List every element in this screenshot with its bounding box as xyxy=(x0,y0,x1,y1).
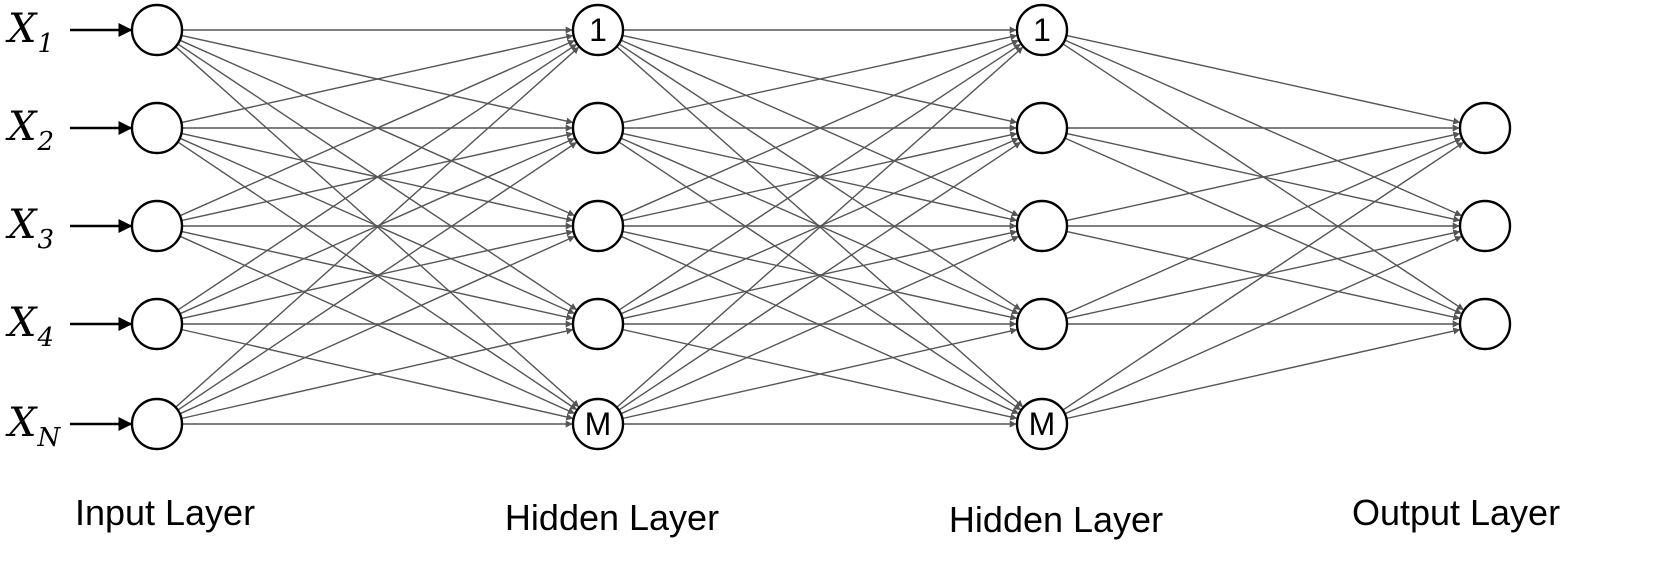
node-circle xyxy=(130,3,184,57)
input-arrows-group xyxy=(70,23,133,431)
connection-hidden1-5-to-hidden2-4 xyxy=(622,327,1018,420)
node-circle xyxy=(571,397,625,451)
node-label: M xyxy=(585,406,612,442)
connection-input-5-to-hidden1-3 xyxy=(179,235,575,415)
node-output-1 xyxy=(1458,101,1512,155)
node-label: 1 xyxy=(1033,12,1051,48)
connection-hidden2-4-to-output-2 xyxy=(1066,229,1461,320)
connection-hidden2-5-to-output-1 xyxy=(1062,141,1464,411)
node-hidden1-1: 1 xyxy=(571,3,625,57)
input-symbol: X xyxy=(5,300,38,346)
node-label: M xyxy=(1029,406,1056,442)
node-hidden1-5: M xyxy=(571,397,625,451)
node-circle xyxy=(130,101,184,155)
input-label-3: X3 xyxy=(5,202,54,255)
connection-input-5-to-hidden1-1 xyxy=(175,46,580,408)
input-subscript: 2 xyxy=(36,127,54,157)
node-hidden1-3 xyxy=(571,199,625,253)
node-circle xyxy=(1458,199,1512,253)
layer-title-output: Output Layer xyxy=(1352,492,1560,533)
node-input-4 xyxy=(130,297,184,351)
input-symbol: X xyxy=(5,202,38,248)
node-circle xyxy=(130,297,184,351)
node-circle xyxy=(1015,297,1069,351)
input-subscript: N xyxy=(36,423,61,453)
node-input-1 xyxy=(130,3,184,57)
node-circle xyxy=(571,3,625,57)
node-hidden1-4 xyxy=(571,297,625,351)
connection-hidden1-3-to-hidden2-1 xyxy=(620,39,1019,217)
node-circle xyxy=(130,397,184,451)
layer-title-hidden1: Hidden Layer xyxy=(505,497,719,538)
connection-hidden1-4-to-hidden2-3 xyxy=(622,229,1018,320)
nodes-group: 1M 1M xyxy=(130,3,1512,451)
connection-hidden1-5-to-hidden2-3 xyxy=(620,235,1019,415)
input-subscript: 1 xyxy=(37,29,54,59)
connections-group xyxy=(175,26,1464,428)
input-subscript: 4 xyxy=(36,323,54,353)
node-hidden2-5: M xyxy=(1015,397,1069,451)
connection-input-4-to-hidden1-2 xyxy=(179,137,575,315)
node-hidden1-2 xyxy=(571,101,625,155)
connection-hidden2-5-to-output-2 xyxy=(1064,235,1462,415)
node-output-2 xyxy=(1458,199,1512,253)
connection-hidden2-5-to-output-3 xyxy=(1066,327,1461,420)
layer-title-input: Input Layer xyxy=(75,492,255,533)
connection-input-5-to-hidden1-2 xyxy=(177,141,577,411)
node-circle xyxy=(1015,199,1069,253)
connection-input-4-to-hidden1-1 xyxy=(177,43,577,311)
node-hidden2-2 xyxy=(1015,101,1069,155)
layer-titles-group: Input Layer Hidden Layer Hidden Layer Outpu… xyxy=(75,492,1560,540)
node-circle xyxy=(1458,101,1512,155)
input-label-1: X1 xyxy=(5,6,54,59)
input-subscript: 3 xyxy=(37,225,54,255)
layer-title-hidden2: Hidden Layer xyxy=(949,499,1163,540)
node-input-2 xyxy=(130,101,184,155)
input-label-4: X4 xyxy=(5,300,54,353)
node-hidden2-3 xyxy=(1015,199,1069,253)
connection-hidden2-1-to-output-1 xyxy=(1066,34,1461,125)
node-circle xyxy=(1015,3,1069,57)
connection-hidden1-2-to-hidden2-1 xyxy=(622,33,1018,124)
node-circle xyxy=(1015,101,1069,155)
connection-input-4-to-hidden1-3 xyxy=(181,229,574,320)
connection-hidden2-3-to-output-1 xyxy=(1066,131,1461,222)
input-symbol: X xyxy=(5,400,38,446)
connection-input-2-to-hidden1-1 xyxy=(181,33,574,124)
node-input-5 xyxy=(130,397,184,451)
node-circle xyxy=(1015,397,1069,451)
node-circle xyxy=(571,199,625,253)
node-circle xyxy=(130,199,184,253)
input-label-2: X2 xyxy=(5,104,54,157)
input-symbol: X xyxy=(5,104,38,150)
connection-hidden2-4-to-output-1 xyxy=(1064,137,1462,315)
node-hidden2-4 xyxy=(1015,297,1069,351)
connection-hidden1-4-to-hidden2-2 xyxy=(620,137,1019,315)
connection-input-5-to-hidden1-4 xyxy=(181,327,574,420)
node-circle xyxy=(571,297,625,351)
input-symbol: X xyxy=(5,6,38,52)
connection-hidden1-5-to-hidden2-1 xyxy=(616,46,1024,408)
connection-hidden1-5-to-hidden2-2 xyxy=(618,141,1021,411)
input-label-n: XN xyxy=(5,400,61,453)
node-input-3 xyxy=(130,199,184,253)
connection-hidden1-4-to-hidden2-1 xyxy=(618,43,1021,311)
node-circle xyxy=(571,101,625,155)
node-circle xyxy=(1458,297,1512,351)
node-output-3 xyxy=(1458,297,1512,351)
node-hidden2-1: 1 xyxy=(1015,3,1069,57)
node-label: 1 xyxy=(589,12,607,48)
connection-input-3-to-hidden1-1 xyxy=(179,39,575,217)
